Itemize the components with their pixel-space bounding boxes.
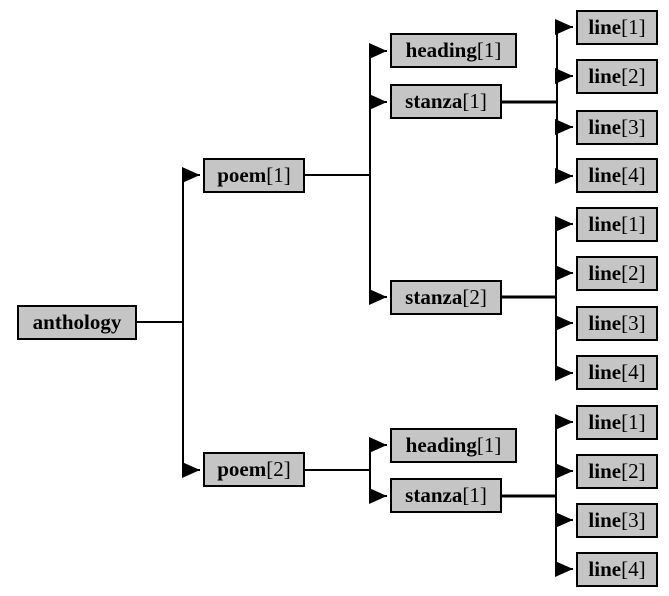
node-label: poem (217, 457, 267, 481)
tree-node-poem1-stanza2-line1: line[1] (576, 207, 658, 242)
edge-poem2-to-children (305, 437, 387, 504)
node-label: stanza (405, 89, 463, 113)
edge-stanza1b-to-lines (502, 414, 573, 577)
tree-node-poem1-stanza1-line3: line[3] (576, 110, 658, 145)
tree-node-poem1-stanza2-line3: line[3] (576, 306, 658, 341)
node-index: [1] (266, 163, 291, 187)
tree-node-poem2-heading1: heading[1] (390, 428, 517, 463)
edge-stanza1a-to-lines (502, 19, 573, 184)
node-label: line (588, 410, 622, 434)
node-index: [1] (462, 89, 487, 113)
node-index: [2] (621, 459, 646, 483)
node-index: [2] (266, 457, 291, 481)
tree-node-poem2-stanza1-line3: line[3] (576, 503, 658, 538)
node-label: line (588, 64, 622, 88)
node-label: line (588, 459, 622, 483)
tree-node-poem1-stanza1-line1: line[1] (576, 10, 658, 45)
node-index: [4] (621, 557, 646, 581)
node-index: [1] (621, 410, 646, 434)
node-label: line (588, 261, 622, 285)
node-label: stanza (405, 285, 463, 309)
node-index: [2] (621, 64, 646, 88)
node-label: line (588, 15, 622, 39)
tree-node-poem1: poem[1] (203, 158, 305, 193)
node-index: [2] (621, 261, 646, 285)
node-label: anthology (32, 310, 122, 334)
node-label: line (588, 508, 622, 532)
node-label: line (588, 557, 622, 581)
node-index: [3] (621, 508, 646, 532)
tree-node-poem2-stanza1-line4: line[4] (576, 552, 658, 587)
tree-node-poem1-stanza1: stanza[1] (390, 84, 502, 119)
node-label: line (588, 163, 622, 187)
tree-node-poem2-stanza1: stanza[1] (390, 478, 502, 513)
tree-node-poem2-stanza1-line1: line[1] (576, 405, 658, 440)
node-index: [1] (476, 433, 502, 457)
node-index: [4] (621, 163, 646, 187)
tree-node-poem1-stanza1-line2: line[2] (576, 59, 658, 94)
node-label: stanza (405, 483, 463, 507)
node-label: line (588, 212, 622, 236)
node-index: [1] (621, 15, 646, 39)
edge-anthology-to-poems (137, 167, 200, 478)
tree-node-poem2-stanza1-line2: line[2] (576, 454, 658, 489)
node-index: [1] (476, 38, 502, 62)
tree-node-anthology: anthology (17, 305, 137, 340)
node-label: heading (405, 433, 477, 457)
node-index: [3] (621, 115, 646, 139)
edge-poem1-to-children (305, 43, 387, 305)
node-label: heading (405, 38, 477, 62)
tree-node-poem1-stanza2: stanza[2] (390, 280, 502, 315)
node-label: line (588, 311, 622, 335)
tree-node-poem2: poem[2] (203, 452, 305, 487)
node-index: [1] (462, 483, 487, 507)
node-index: [2] (462, 285, 487, 309)
edge-stanza2a-to-lines (502, 216, 573, 381)
tree-node-poem1-stanza2-line2: line[2] (576, 256, 658, 291)
tree-node-poem1-stanza1-line4: line[4] (576, 158, 658, 193)
node-label: line (588, 115, 622, 139)
node-index: [3] (621, 311, 646, 335)
node-label: line (588, 360, 622, 384)
node-index: [4] (621, 360, 646, 384)
node-index: [1] (621, 212, 646, 236)
tree-node-poem1-stanza2-line4: line[4] (576, 355, 658, 390)
tree-node-poem1-heading1: heading[1] (390, 33, 517, 68)
node-label: poem (217, 163, 267, 187)
